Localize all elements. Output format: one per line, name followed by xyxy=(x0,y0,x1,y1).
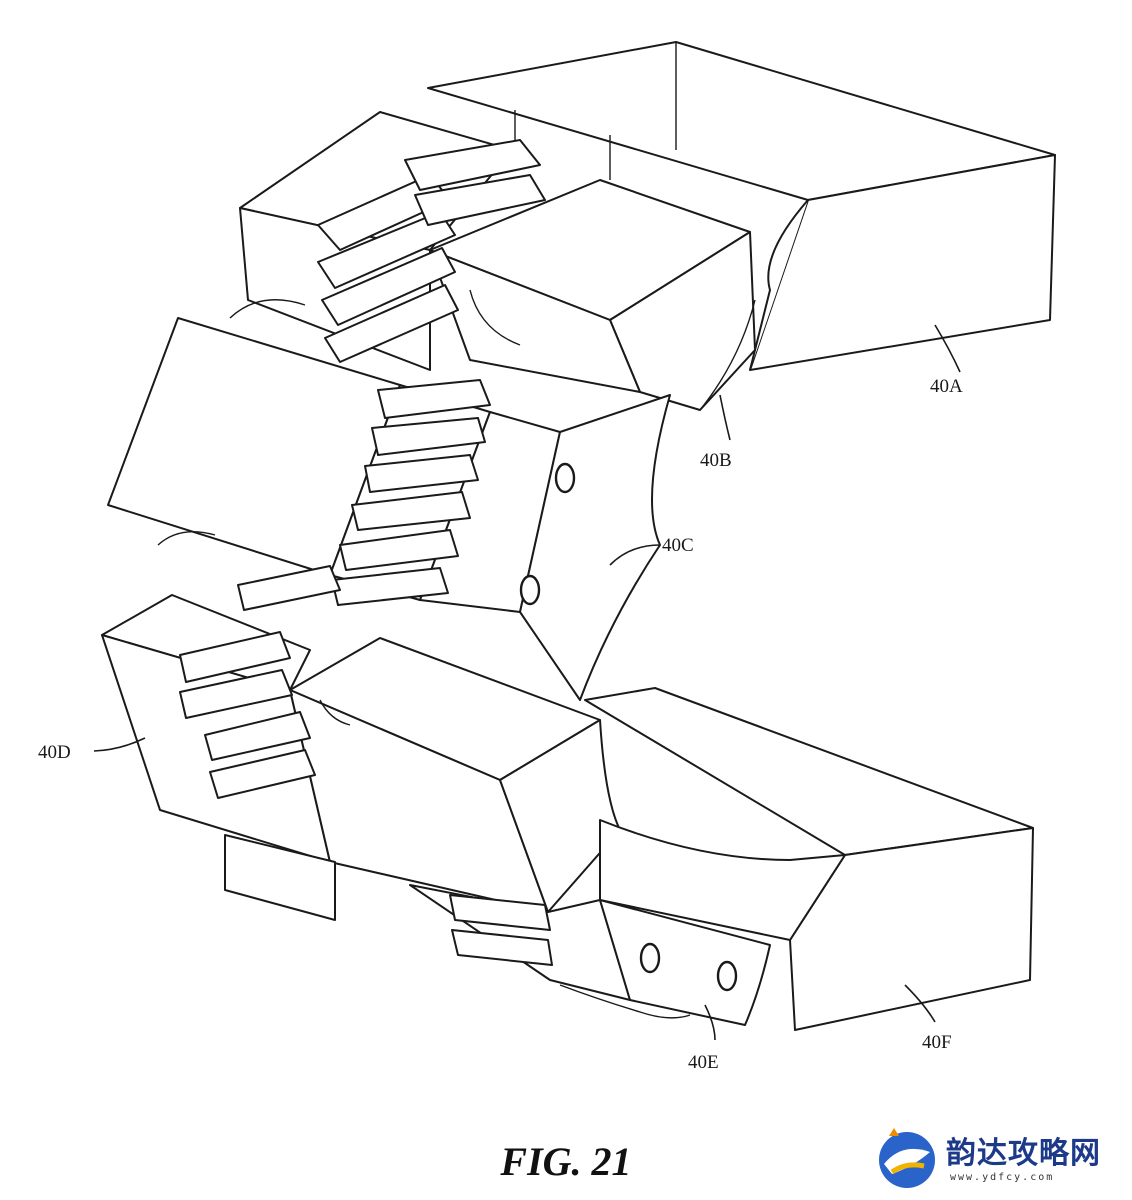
leader-40f xyxy=(904,984,936,1023)
watermark-text: 韵达攻略网 xyxy=(946,1136,1101,1171)
block-40f xyxy=(584,687,1034,1031)
upper-gear xyxy=(317,139,546,363)
middle-gear xyxy=(331,379,491,606)
label-40f: 40F xyxy=(922,1032,952,1053)
label-40a: 40A xyxy=(930,376,963,397)
leader-40d xyxy=(93,737,146,752)
label-40c: 40C xyxy=(662,535,694,556)
label-40e: 40E xyxy=(688,1052,719,1073)
leader-40e xyxy=(704,1004,716,1041)
label-40b: 40B xyxy=(700,450,732,471)
watermark: 韵达攻略网 www.ydfcy.com xyxy=(872,1122,1122,1192)
watermark-url: www.ydfcy.com xyxy=(950,1172,1055,1183)
figure-caption: FIG. 21 xyxy=(500,1139,632,1184)
watermark-logo-icon xyxy=(879,1128,935,1188)
label-40d: 40D xyxy=(38,742,71,763)
block-40a xyxy=(427,41,1056,371)
leader-40a xyxy=(934,324,961,373)
lower-left-gear xyxy=(179,565,341,799)
leader-40c xyxy=(609,544,661,566)
block-40e xyxy=(409,884,771,1026)
leader-40b xyxy=(719,394,731,441)
